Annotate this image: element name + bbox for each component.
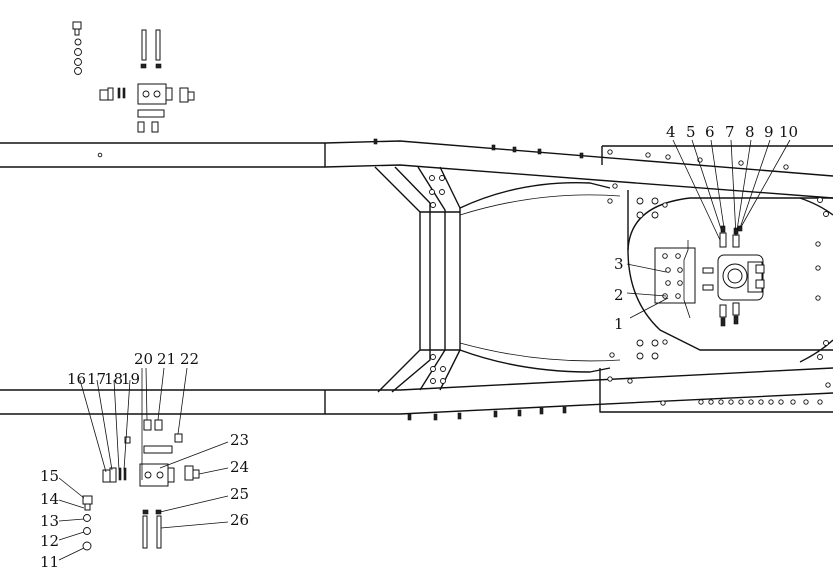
callout-24: 24 bbox=[230, 458, 249, 476]
callout-5: 5 bbox=[686, 123, 696, 141]
crossmember bbox=[374, 166, 621, 393]
callout-16: 16 bbox=[67, 370, 86, 388]
callout-6: 6 bbox=[705, 123, 715, 141]
callout-17: 17 bbox=[87, 370, 106, 388]
callout-14: 14 bbox=[40, 490, 59, 508]
lower-rail-studs bbox=[407, 406, 567, 421]
top-exploded-valve-group bbox=[72, 21, 195, 133]
callout-21: 21 bbox=[157, 350, 176, 368]
bottom-exploded-valve-group bbox=[82, 419, 200, 551]
callout-9: 9 bbox=[764, 123, 774, 141]
callout-4: 4 bbox=[666, 123, 676, 141]
callout-25: 25 bbox=[230, 485, 249, 503]
callout-7: 7 bbox=[725, 123, 735, 141]
callout-3: 3 bbox=[614, 255, 624, 273]
callout-8: 8 bbox=[745, 123, 755, 141]
mounted-valve-assembly bbox=[654, 225, 765, 327]
plate-holes-top bbox=[607, 149, 829, 219]
frame-upper-rail bbox=[0, 140, 833, 199]
callout-11: 11 bbox=[40, 553, 59, 571]
callout-12: 12 bbox=[40, 532, 59, 550]
rear-mounting-plate bbox=[599, 145, 833, 413]
callout-18: 18 bbox=[104, 370, 123, 388]
callout-10: 10 bbox=[779, 123, 798, 141]
callout-labels: 1 2 3 4 5 6 7 8 9 10 11 12 13 14 15 16 1… bbox=[40, 123, 798, 571]
callout-2: 2 bbox=[614, 286, 624, 304]
leader-lines bbox=[58, 139, 791, 561]
plate-holes-bottom bbox=[607, 339, 831, 406]
plate-holes-side bbox=[815, 241, 821, 301]
callout-20: 20 bbox=[134, 350, 153, 368]
callout-22: 22 bbox=[180, 350, 199, 368]
callout-15: 15 bbox=[40, 467, 59, 485]
callout-26: 26 bbox=[230, 511, 249, 529]
callout-23: 23 bbox=[230, 431, 249, 449]
upper-rail-studs bbox=[373, 138, 584, 159]
frame-lower-rail bbox=[0, 367, 833, 415]
callout-13: 13 bbox=[40, 512, 59, 530]
callout-1: 1 bbox=[614, 315, 624, 333]
callout-19: 19 bbox=[121, 370, 140, 388]
